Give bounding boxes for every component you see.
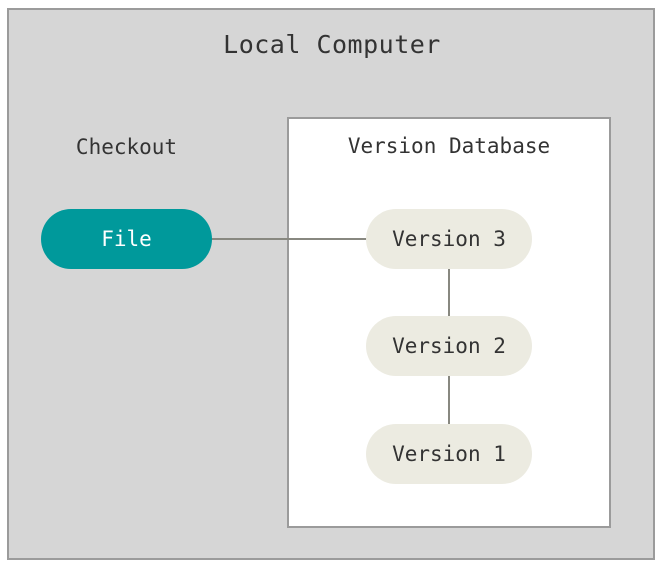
edge-version2-to-version1 — [448, 374, 450, 426]
edge-file-to-version3 — [210, 238, 368, 240]
node-version-3[interactable]: Version 3 — [366, 209, 532, 269]
local-computer-title: Local Computer — [223, 30, 441, 59]
edge-version3-to-version2 — [448, 267, 450, 318]
node-version-1[interactable]: Version 1 — [366, 424, 532, 484]
checkout-label: Checkout — [75, 135, 178, 159]
node-version-2[interactable]: Version 2 — [366, 316, 532, 376]
version-database-title: Version Database — [347, 134, 551, 158]
node-file[interactable]: File — [41, 209, 212, 269]
